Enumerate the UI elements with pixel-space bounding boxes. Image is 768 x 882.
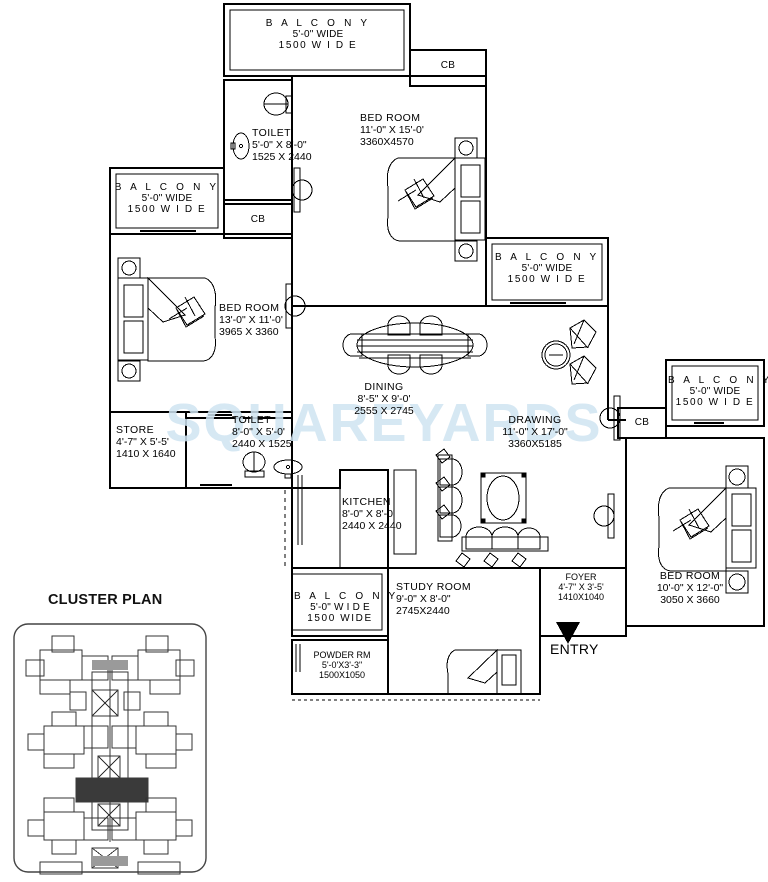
bedroom-left-outline — [109, 233, 293, 413]
bed-furniture-left — [117, 276, 217, 362]
sofa-left-furniture — [435, 448, 463, 542]
entry-arrow-icon — [556, 622, 580, 644]
bed-furniture-right — [657, 486, 757, 572]
door-swing-toilet-top — [291, 167, 313, 213]
door-swing-bedroom-right — [593, 395, 621, 539]
sofa-bottom-furniture — [455, 526, 549, 568]
powder-room-outline — [291, 639, 389, 695]
bed-furniture-top — [386, 156, 486, 242]
center-table-furniture — [480, 472, 527, 524]
dining-table-furniture — [342, 315, 488, 375]
cluster-plan-drawing — [13, 623, 207, 875]
cb-left-outline — [223, 203, 293, 239]
balcony-left-outline — [109, 167, 225, 235]
store-outline — [109, 411, 187, 489]
toilet-left-outline — [185, 417, 293, 489]
bedroom-top-outline — [291, 75, 487, 307]
balcony-bottom-outline — [291, 567, 389, 637]
balcony-top-outline — [223, 3, 411, 77]
kitchen-outline — [291, 469, 417, 569]
side-table-right — [725, 465, 749, 594]
study-room-outline — [387, 567, 541, 695]
cb-right-outline — [617, 407, 667, 439]
balcony-right-outline — [665, 359, 765, 427]
drawing-table-furniture — [541, 319, 597, 385]
side-table-left — [117, 257, 141, 382]
cb-top-outline — [409, 49, 487, 87]
basin-fixture-top — [230, 132, 250, 160]
balcony-middle-right-outline — [485, 237, 609, 307]
cluster-plan-title: CLUSTER PLAN — [48, 592, 163, 608]
wc-fixture-top — [263, 92, 293, 116]
side-table-top — [454, 137, 478, 262]
foyer-outline — [539, 567, 627, 637]
bed-furniture-study — [446, 648, 522, 695]
basin-fixture-left — [273, 459, 303, 479]
wc-fixture-left — [242, 451, 266, 478]
